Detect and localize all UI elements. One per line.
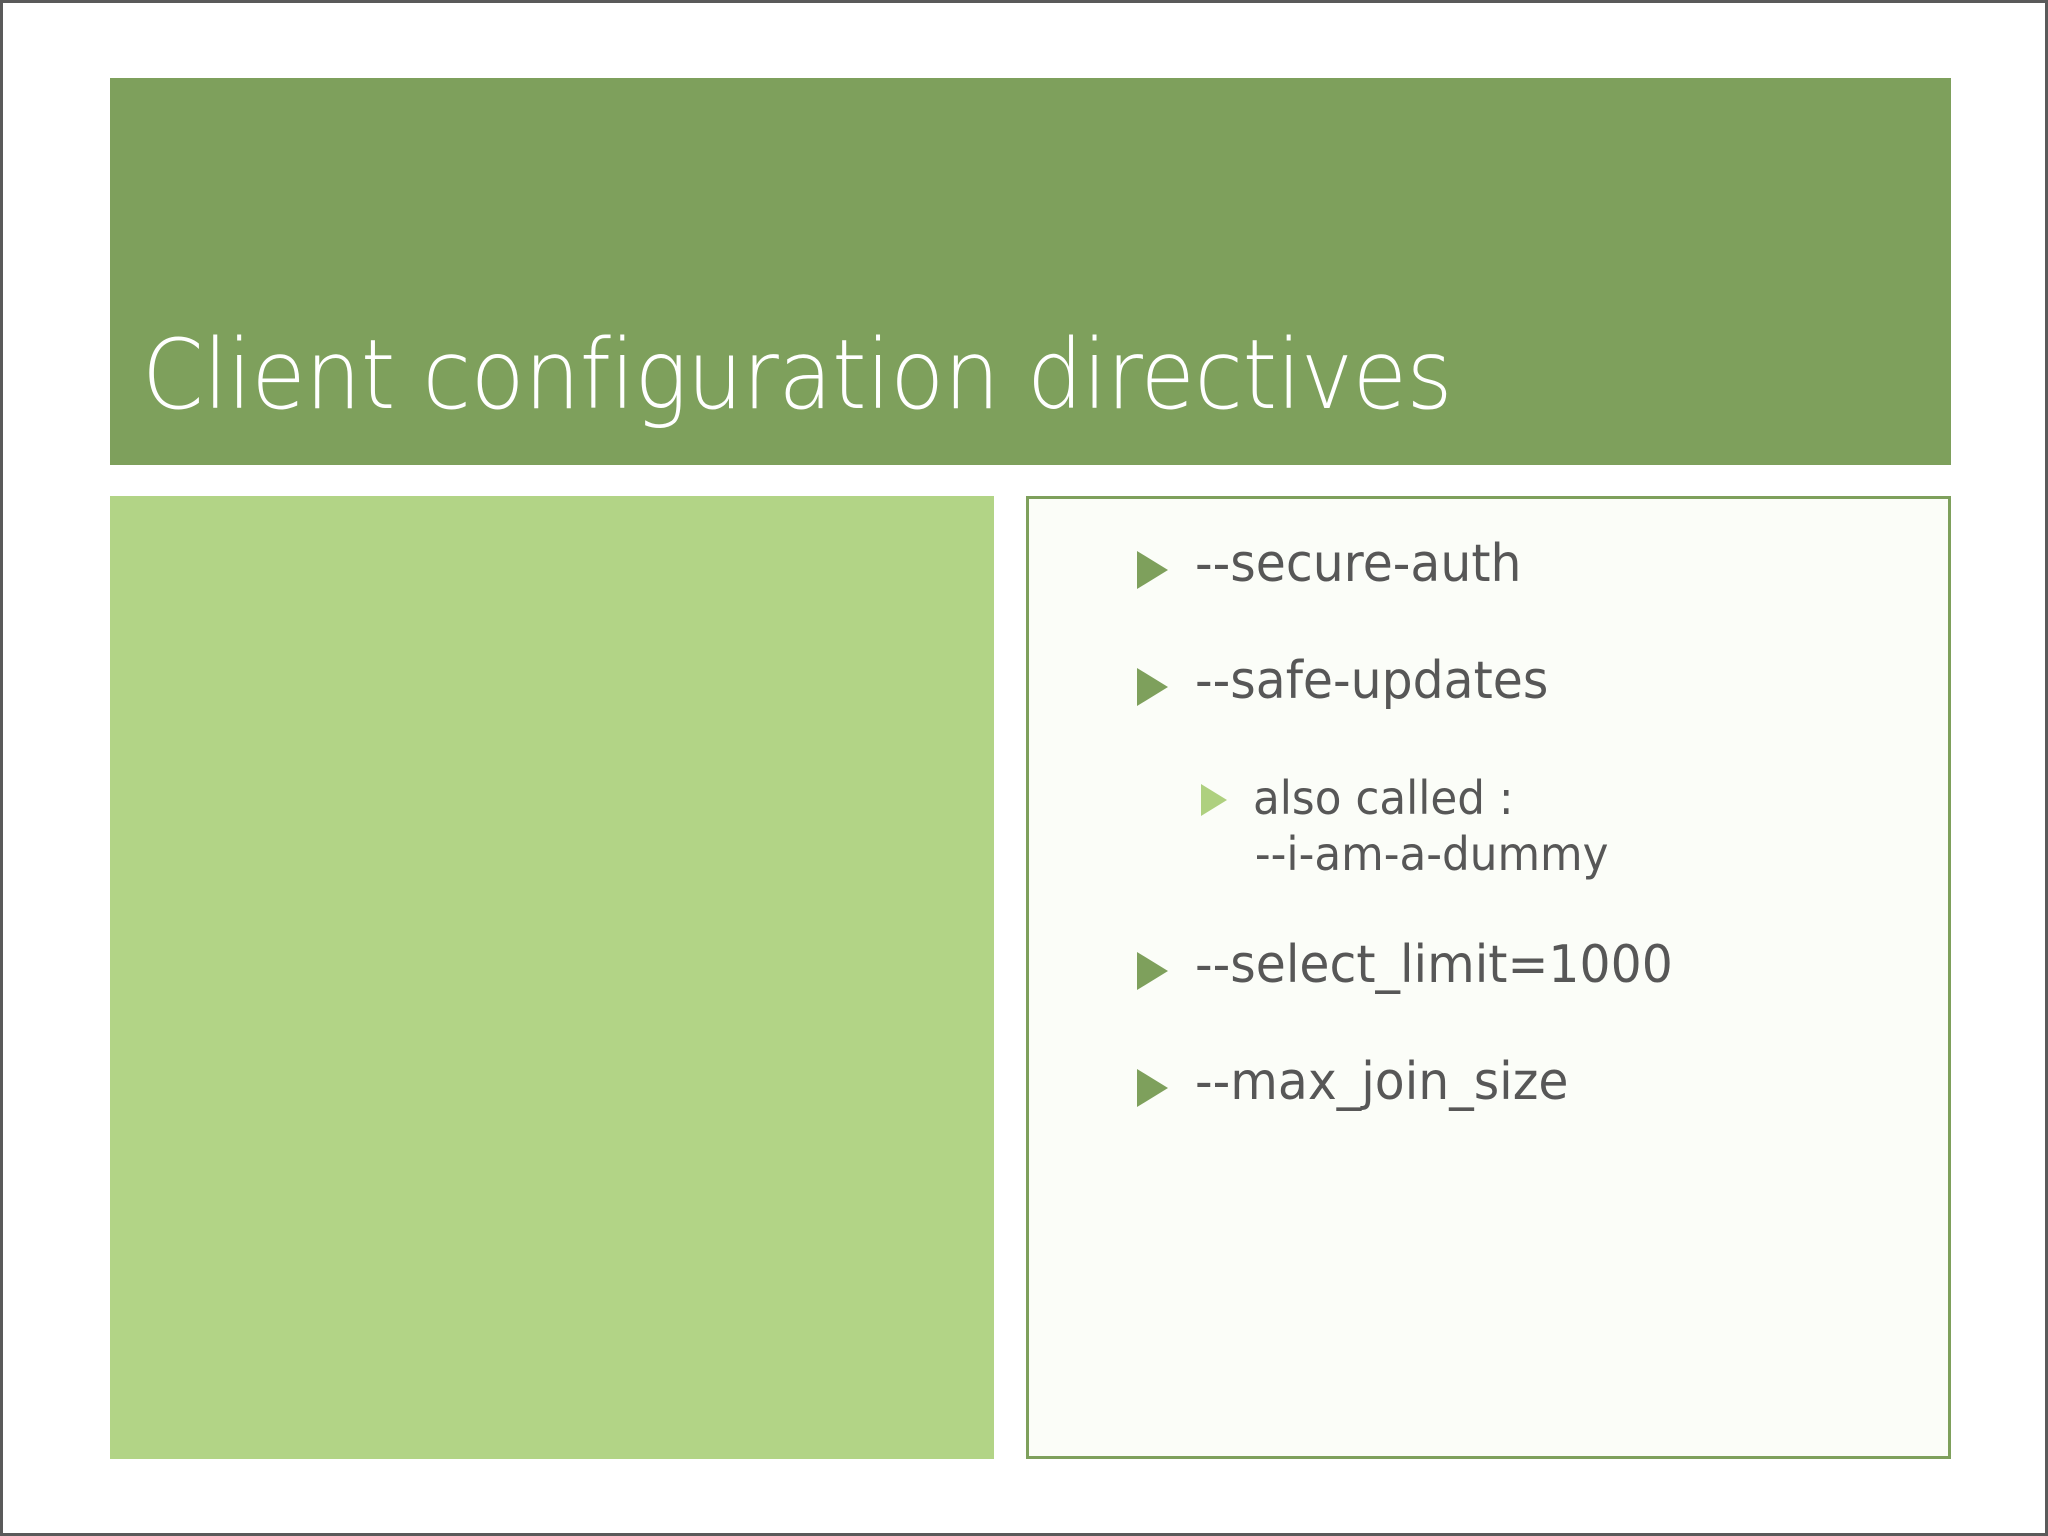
triangle-bullet-icon xyxy=(1137,667,1185,706)
sub-list-item-line2: --i-am-a-dummy xyxy=(1254,827,1609,882)
list-item: --safe-updates xyxy=(1059,650,1918,711)
sub-list-item: also called : --i-am-a-dummy xyxy=(1059,770,1918,882)
title-bar: Client configuration directives xyxy=(110,78,1951,465)
list-item-label: --max_join_size xyxy=(1195,1052,1569,1112)
list-item: --secure-auth xyxy=(1059,537,1918,592)
list-item-label: --select_limit=1000 xyxy=(1195,935,1673,996)
list-item: --select_limit=1000 xyxy=(1059,938,1918,993)
list-item-label: --safe-updates xyxy=(1195,650,1549,711)
triangle-bullet-icon xyxy=(1137,952,1185,991)
image-placeholder xyxy=(110,496,994,1459)
page-title: Client configuration directives xyxy=(142,319,1453,431)
sub-list-item-line1: also called : xyxy=(1253,771,1514,826)
sub-list-item-label: also called : --i-am-a-dummy xyxy=(1253,770,1885,882)
list-item: --max_join_size xyxy=(1059,1055,1918,1110)
content-box: --secure-auth --safe-updates also called… xyxy=(1026,496,1951,1459)
list-item-label: --secure-auth xyxy=(1195,534,1522,594)
triangle-bullet-icon xyxy=(1137,1069,1185,1107)
triangle-sub-bullet-icon xyxy=(1201,784,1241,817)
bullet-list: --secure-auth --safe-updates also called… xyxy=(1059,537,1918,1110)
triangle-bullet-icon xyxy=(1137,551,1185,589)
